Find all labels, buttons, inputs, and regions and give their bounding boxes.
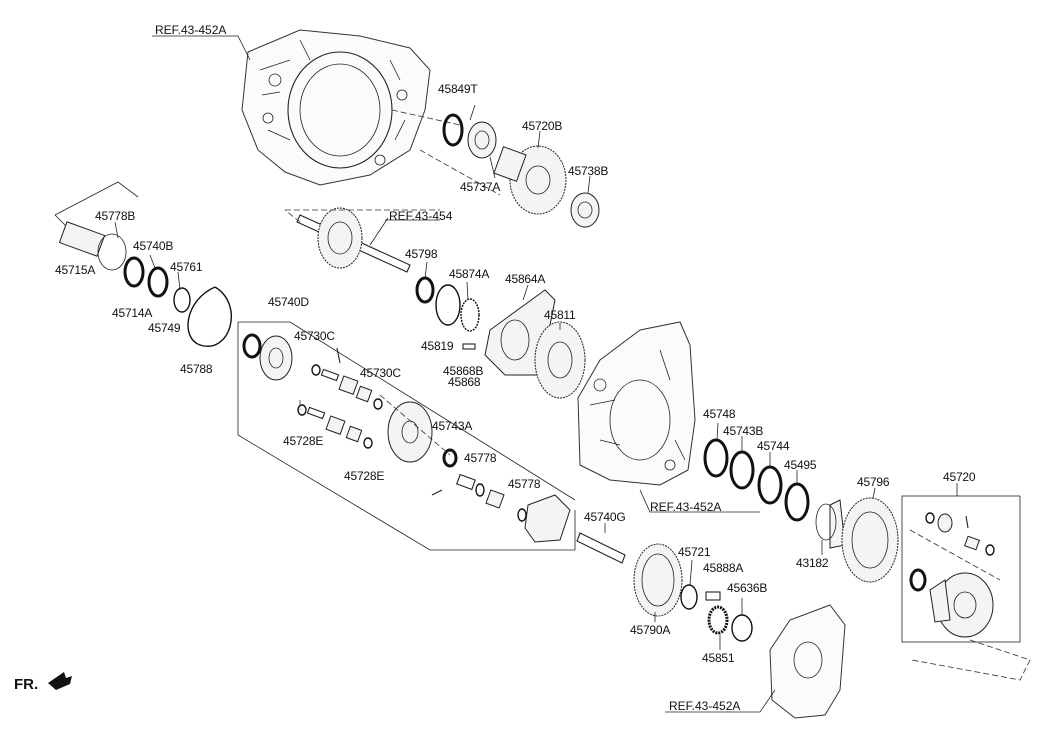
part-label: 45740B [133,239,174,253]
lower-gear-set [576,523,753,650]
right-rings [703,422,810,522]
part-label: 45738B [568,164,609,178]
part-label: 45819 [421,339,454,353]
ref-top-leader [152,35,251,61]
part-label: 45851 [702,651,735,665]
part-label: 45888A [703,561,744,575]
part-label: 45849T [438,82,478,96]
part-label: 45720B [522,119,563,133]
part-label: 45740D [268,295,309,309]
part-label: 45778 [508,477,541,491]
part-label: 45715A [55,263,96,277]
part-label: 45761 [170,260,203,274]
transaxle-housing-top [241,29,501,196]
part-label: 45714A [112,306,153,320]
input-shaft-group [54,181,233,347]
ref-label-shaft: REF.43-454 [389,209,453,223]
part-label: 45778 [464,451,497,465]
front-arrow-icon [48,672,72,690]
transaxle-housing-right [577,321,760,513]
part-label: 45868B [443,364,484,378]
carrier-assembly-box [237,321,576,551]
part-label: 45811 [544,308,576,322]
part-label: 45798 [405,247,438,261]
ref-label-bottom: REF.43-452A [669,699,741,713]
part-label: 45743B [723,424,764,438]
part-label: 45730C [360,366,401,380]
part-label: 45730C [294,329,335,343]
part-label: 45864A [505,272,546,286]
planetary-set-box [901,483,1031,681]
part-label: 45796 [857,475,890,489]
part-label: 45721 [678,545,711,559]
ref-label-mid: REF.43-452A [650,500,722,514]
part-label: 45868 [448,375,481,389]
part-label: 45788 [180,362,213,376]
output-shaft [284,207,440,273]
ref-label-top: REF.43-452A [155,23,227,37]
part-label: 45744 [757,439,790,453]
orientation-label: FR. [14,676,39,693]
drum-assembly [815,487,899,583]
transaxle-cover-bottom [665,604,846,719]
part-label: 45790A [630,623,671,637]
middle-parts [415,261,586,399]
part-label: 45728E [344,469,385,483]
part-label: 45728E [283,434,324,448]
part-label: 45495 [784,458,817,472]
part-label: 45743A [432,419,473,433]
part-label: 45748 [703,407,736,421]
part-label: 45740G [584,510,626,524]
part-label: 45749 [148,321,181,335]
part-label: 45737A [460,180,501,194]
part-label: 43182 [796,556,829,570]
bearing-set-top [442,104,600,228]
part-label: 45778B [95,209,136,223]
part-label: 45874A [449,267,490,281]
part-label: 45636B [727,581,768,595]
part-label: 45720 [943,470,976,484]
